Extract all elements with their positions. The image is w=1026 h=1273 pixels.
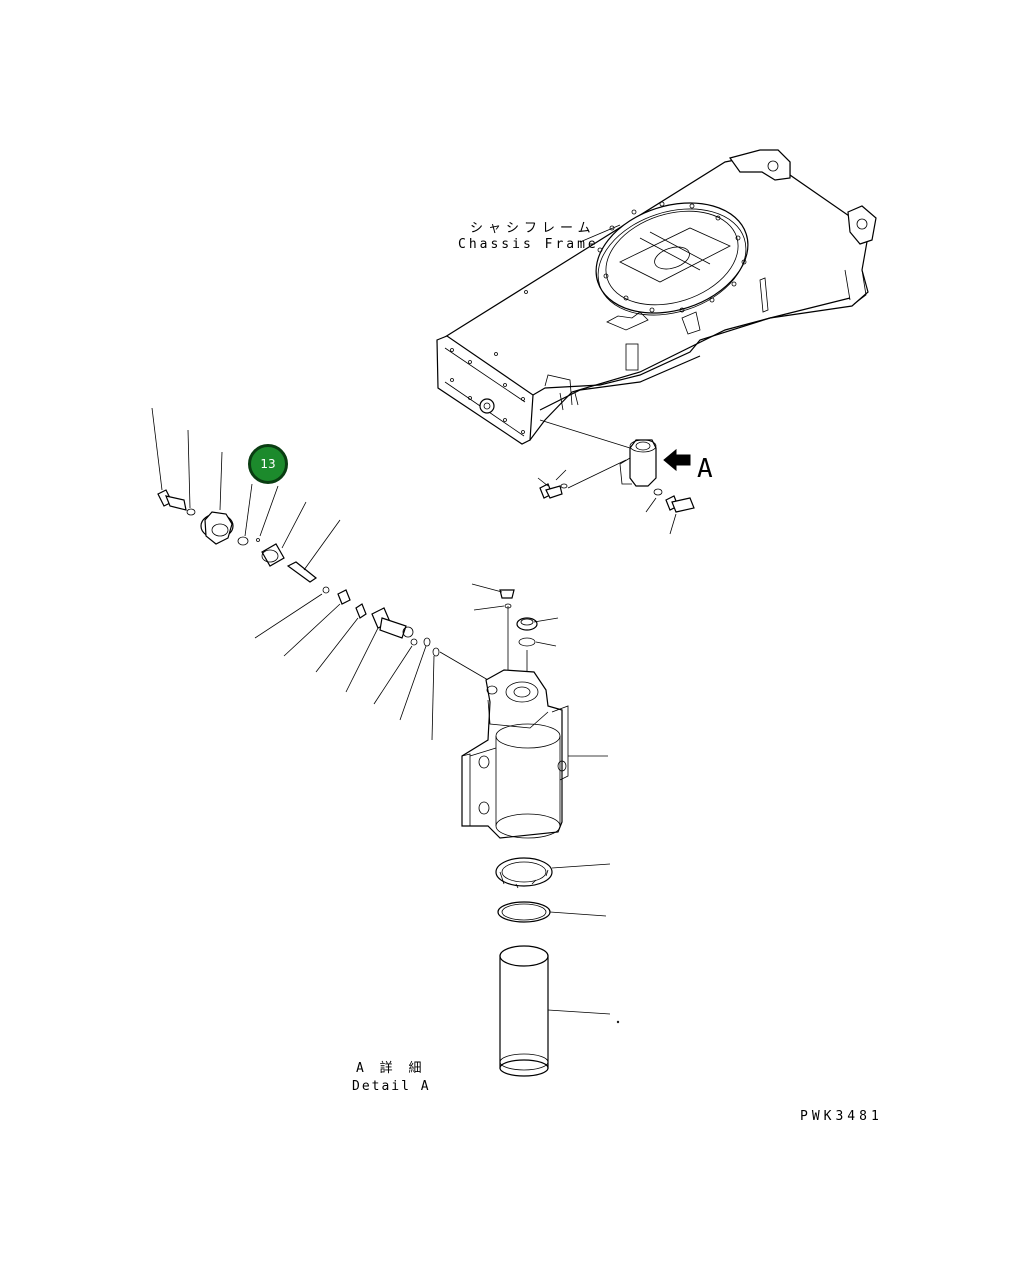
part-callout-number: 13 — [260, 457, 276, 471]
part-callout-13[interactable]: 13 — [248, 444, 288, 484]
detail-parts — [151, 407, 620, 1077]
chassis-frame-label-en: Chassis Frame — [458, 237, 599, 252]
swing-lock-bracket — [537, 419, 695, 535]
view-marker-a: A — [697, 454, 713, 484]
chassis-frame-label-jp: シャシフレーム — [470, 221, 596, 236]
drawing-id: PWK3481 — [800, 1109, 883, 1124]
detail-label-en: Detail A — [352, 1079, 431, 1094]
chassis-frame — [436, 149, 877, 445]
detail-label-jp: A 詳 細 — [356, 1061, 426, 1076]
